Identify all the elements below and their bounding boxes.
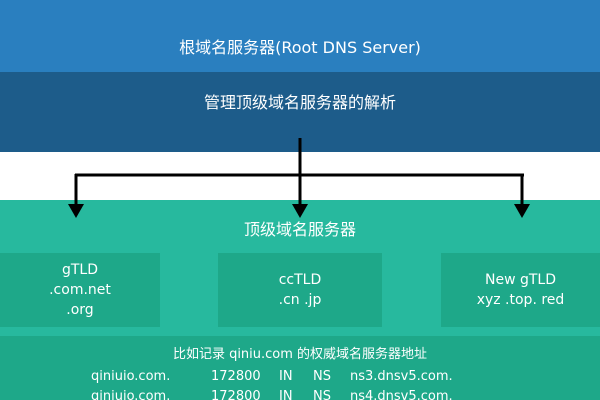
root-server-band: 根域名服务器(Root DNS Server)	[0, 0, 600, 72]
tld-box-line: xyz .top. red	[476, 292, 565, 308]
record-caption: 比如记录 qiniu.com 的权威域名服务器地址	[172, 347, 428, 362]
record-name: qiniuio.com.	[91, 389, 171, 400]
record-type: NS	[313, 369, 331, 384]
ns-record-row: qiniuio.com. 172800 IN NS ns3.dnsv5.com.	[0, 367, 600, 387]
management-band: 管理顶级域名服务器的解析	[0, 72, 600, 152]
tld-box-gtld: gTLD .com.net .org	[0, 253, 160, 327]
tld-server-title: 顶级域名服务器	[243, 220, 356, 239]
root-server-title: 根域名服务器(Root DNS Server)	[179, 38, 421, 57]
record-value: ns4.dnsv5.com.	[350, 389, 453, 400]
record-class: IN	[279, 369, 293, 384]
record-ttl: 172800	[211, 389, 261, 400]
tld-box-new-gtld: New gTLD xyz .top. red	[441, 253, 600, 327]
ns-record-row: qiniuio.com. 172800 IN NS ns4.dnsv5.com.	[0, 387, 600, 400]
record-class: IN	[279, 389, 293, 400]
tld-box-line: .cn .jp	[278, 292, 322, 308]
tld-box-line: .org	[66, 302, 94, 318]
tld-box-line: gTLD	[61, 262, 99, 278]
record-ttl: 172800	[211, 369, 261, 384]
record-example-band: 比如记录 qiniu.com 的权威域名服务器地址 qiniuio.com. 1…	[0, 336, 600, 400]
tld-box-line: ccTLD	[278, 272, 322, 288]
record-value: ns3.dnsv5.com.	[350, 369, 453, 384]
tld-box-line: New gTLD	[484, 272, 556, 288]
management-title: 管理顶级域名服务器的解析	[203, 93, 396, 112]
connector-gap	[0, 152, 600, 200]
record-type: NS	[313, 389, 331, 400]
record-name: qiniuio.com.	[91, 369, 171, 384]
tld-box-line: .com.net	[49, 282, 111, 298]
tld-box-cctld: ccTLD .cn .jp	[218, 253, 382, 327]
